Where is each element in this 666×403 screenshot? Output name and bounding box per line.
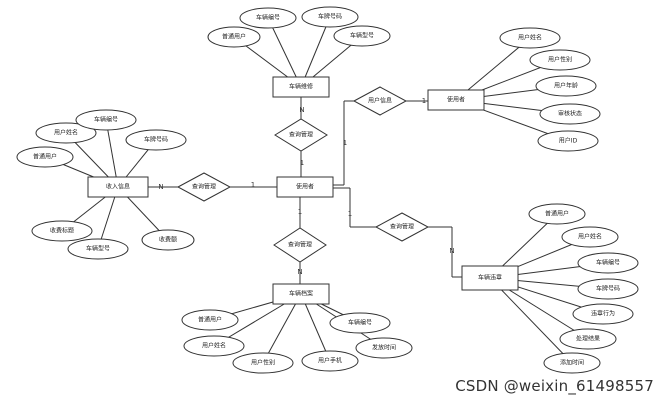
repair-attr-2: 车牌号码 [301, 6, 359, 28]
line-attr-archive-3 [300, 293, 331, 362]
line-attr-archive-2 [262, 293, 302, 364]
violation-attr-1: 用户姓名 [561, 226, 619, 248]
income-attr-0: 普通用户 [16, 146, 74, 168]
rel-user-info-label: 用户信息 [368, 97, 392, 105]
income-attr-3-label: 车牌号码 [144, 136, 168, 144]
line-attr-repair-2 [300, 16, 331, 88]
income-attr-3: 车牌号码 [125, 129, 187, 151]
entity-archive: 车辆档案 [272, 283, 330, 305]
violation-attr-3-label: 车牌号码 [596, 285, 620, 293]
archive-attr-1: 车辆编号 [329, 312, 391, 334]
user-info-attr-3: 审核状态 [539, 103, 601, 125]
line-attr-violation-6 [489, 277, 573, 364]
entity-user-label: 使用者 [296, 183, 314, 191]
user-info-attr-2: 用户年龄 [535, 75, 597, 97]
rel-query-manage-right-label: 查询管理 [390, 223, 414, 231]
violation-attr-6-label: 添加时间 [560, 359, 584, 367]
violation-attr-0-label: 普通用户 [545, 210, 569, 218]
line-attr-repair-1 [267, 17, 302, 88]
user-info-attr-1: 用户性别 [529, 49, 591, 71]
card-n-violation: N [449, 247, 454, 255]
violation-attr-4-label: 违章行为 [591, 310, 615, 318]
income-attr-6-label: 收费额 [159, 236, 177, 244]
user-info-attr-1-label: 用户性别 [548, 56, 572, 64]
entity-income: 收入信息 [87, 176, 149, 198]
entity-archive-label: 车辆档案 [289, 290, 313, 298]
violation-attr-0: 普通用户 [528, 203, 586, 225]
violation-attr-6: 添加时间 [543, 352, 601, 374]
violation-attr-5: 处理结果 [559, 328, 617, 350]
line-attr-income-2 [105, 119, 119, 188]
rel-query-manage-bottom-label: 查询管理 [288, 241, 312, 249]
entity-user-info-label: 使用者 [447, 96, 465, 104]
archive-attr-2-label: 用户姓名 [202, 342, 226, 350]
repair-attr-0: 普通用户 [207, 26, 261, 48]
entity-user: 使用者 [276, 176, 334, 198]
card-n-repair: N [299, 106, 304, 114]
repair-attr-3-label: 车辆型号 [350, 32, 374, 40]
archive-attr-4-label: 用户性别 [251, 359, 275, 367]
income-attr-5-label: 车辆型号 [86, 245, 110, 253]
card-1-user-bottom: 1 [298, 208, 302, 216]
entity-violation: 车辆违章 [461, 265, 519, 291]
repair-attr-1-label: 车辆编号 [256, 14, 280, 22]
rel-query-manage-top: 查询管理 [274, 118, 328, 152]
diagram-nodes: 普通用户车辆编号车牌号码车辆型号用户姓名用户性别用户年龄审核状态用户ID普通用户… [16, 6, 639, 374]
rel-query-manage-left: 查询管理 [176, 172, 232, 202]
entity-vehicle-repair-label: 车辆维修 [289, 83, 313, 91]
rel-query-manage-top-label: 查询管理 [289, 131, 313, 139]
income-attr-1: 用户姓名 [35, 122, 97, 144]
user-info-attr-3-label: 审核状态 [558, 110, 582, 118]
rel-user-info: 用户信息 [352, 86, 408, 116]
card-1-user-info-right: 1 [422, 97, 426, 105]
rel-query-manage-bottom: 查询管理 [273, 227, 327, 263]
repair-attr-3: 车辆型号 [333, 25, 391, 47]
archive-attr-0-label: 普通用户 [198, 316, 222, 324]
income-attr-4-label: 收费标题 [50, 227, 74, 235]
income-attr-1-label: 用户姓名 [54, 129, 78, 137]
income-attr-5: 车辆型号 [67, 238, 129, 260]
entity-vehicle-repair: 车辆维修 [272, 76, 330, 98]
archive-attr-2: 用户姓名 [183, 335, 245, 357]
repair-attr-0-label: 普通用户 [222, 33, 246, 41]
card-1-user-top: 1 [300, 159, 304, 167]
rel-query-manage-left-label: 查询管理 [192, 183, 216, 191]
income-attr-0-label: 普通用户 [33, 153, 57, 161]
income-attr-2-label: 车辆编号 [94, 116, 118, 124]
archive-attr-3: 发放时间 [355, 337, 413, 359]
entity-user-info: 使用者 [427, 89, 485, 111]
watermark: CSDN @weixin_61498557 [455, 377, 654, 395]
income-attr-4: 收费标题 [31, 220, 93, 242]
card-n-income: N [158, 183, 163, 191]
archive-attr-1-label: 车辆编号 [348, 319, 372, 327]
archive-attr-0: 普通用户 [181, 309, 239, 331]
card-n-archive: N [297, 268, 302, 276]
income-attr-6: 收费额 [141, 229, 195, 251]
violation-attr-1-label: 用户姓名 [578, 233, 602, 241]
income-attr-2: 车辆编号 [75, 109, 137, 131]
repair-attr-1: 车辆编号 [239, 7, 297, 29]
user-info-attr-4-label: 用户ID [559, 137, 578, 145]
violation-attr-2-label: 车辆编号 [596, 259, 620, 267]
card-1-user-info-left: 1 [343, 139, 347, 147]
card-1-user-right: 1 [348, 210, 352, 218]
violation-attr-3: 车牌号码 [577, 278, 639, 300]
card-1-user-left: 1 [251, 181, 255, 189]
archive-attr-5-label: 用户手机 [318, 357, 342, 365]
user-info-attr-4: 用户ID [537, 130, 599, 152]
violation-attr-2: 车辆编号 [577, 252, 639, 274]
violation-attr-5-label: 处理结果 [576, 335, 600, 343]
violation-attr-4: 违章行为 [572, 303, 634, 325]
entity-income-label: 收入信息 [106, 183, 130, 191]
user-info-attr-2-label: 用户年龄 [554, 82, 578, 90]
user-info-attr-0: 用户姓名 [499, 27, 561, 49]
rel-query-manage-right: 查询管理 [374, 212, 430, 242]
entity-violation-label: 车辆违章 [478, 274, 502, 282]
archive-attr-5: 用户手机 [301, 350, 359, 372]
archive-attr-4: 用户性别 [232, 352, 294, 374]
user-info-attr-0-label: 用户姓名 [518, 34, 542, 42]
archive-attr-3-label: 发放时间 [372, 344, 396, 352]
repair-attr-2-label: 车牌号码 [318, 13, 342, 21]
